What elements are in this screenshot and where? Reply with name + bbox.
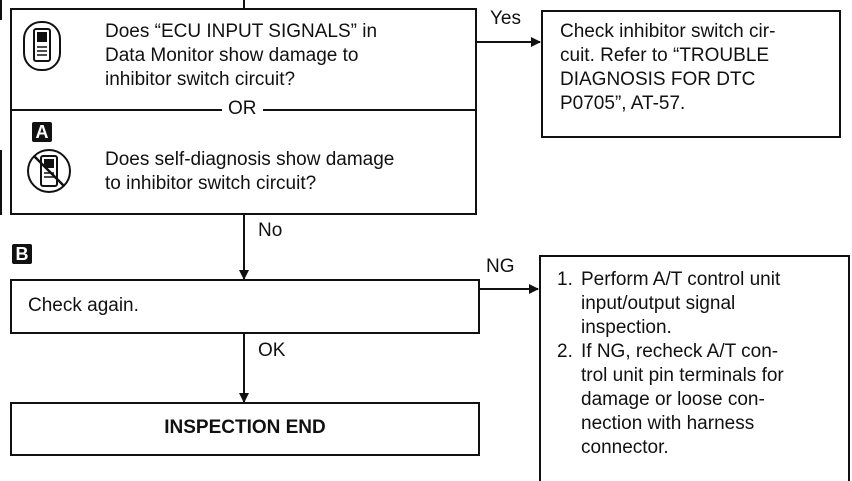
no-label: No bbox=[258, 220, 283, 241]
yes-label: Yes bbox=[490, 8, 521, 29]
self-diag-question: Does self-diagnosis show damage to inhib… bbox=[105, 149, 395, 194]
or-label: OR bbox=[222, 98, 263, 120]
ng-step-2-text: If NG, recheck A/T con- trol unit pin te… bbox=[581, 341, 784, 458]
ng-step-1: 1. Perform A/T control unit input/output… bbox=[557, 268, 842, 340]
ng-step-2-number: 2. bbox=[557, 341, 573, 362]
yes-action-box bbox=[541, 10, 841, 138]
ng-action-box bbox=[539, 255, 850, 481]
inspection-end-text: INSPECTION END bbox=[164, 417, 326, 438]
ng-step-2: 2. If NG, recheck A/T con- trol unit pin… bbox=[557, 340, 842, 460]
ok-label: OK bbox=[258, 340, 286, 361]
no-tools-icon bbox=[27, 149, 71, 193]
consult-question: Does “ECU INPUT SIGNALS” in Data Monitor… bbox=[105, 21, 378, 90]
ng-steps-list: 1. Perform A/T control unit input/output… bbox=[557, 268, 842, 460]
check-again-text: Check again. bbox=[28, 295, 139, 316]
ng-step-1-number: 1. bbox=[557, 269, 573, 290]
consult-tester-icon bbox=[23, 21, 61, 71]
ng-step-1-text: Perform A/T control unit input/output si… bbox=[581, 269, 781, 338]
ng-label: NG bbox=[486, 256, 515, 277]
self-diag-badge: A bbox=[32, 122, 52, 142]
yes-action-text: Check inhibitor switch cir- cuit. Refer … bbox=[560, 21, 776, 114]
step-b-badge: B bbox=[12, 244, 32, 264]
check-again-box bbox=[10, 279, 480, 334]
inspection-end-box bbox=[10, 402, 480, 456]
